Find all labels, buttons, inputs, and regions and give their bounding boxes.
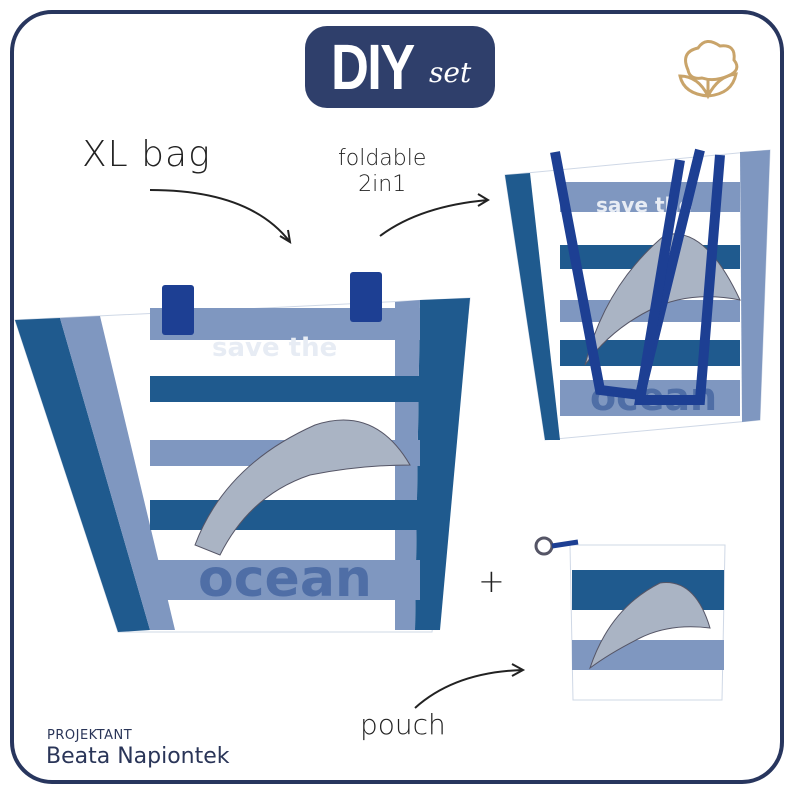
arrows <box>149 189 526 709</box>
strap-left <box>162 285 194 335</box>
label-xl-bag: XL bag <box>82 134 211 175</box>
arrow-pouch <box>414 669 524 709</box>
label-foldable-line2: 2in1 <box>358 172 407 197</box>
label-pouch: pouch <box>360 708 446 741</box>
arrow-xl <box>149 189 291 243</box>
foldable-bag: save the ocean <box>504 148 771 441</box>
diy-set-badge: DIY set <box>305 26 495 108</box>
badge-main-text: DIY <box>331 31 415 103</box>
zipper-pull <box>534 536 554 556</box>
pouch <box>534 536 726 701</box>
designer-name: Beata Napiontek <box>46 744 230 769</box>
plus-sign: + <box>478 562 505 600</box>
print-save-the: save the <box>212 333 337 363</box>
badge-script-text: set <box>429 56 472 89</box>
strap-right <box>350 272 382 322</box>
designer-label: PROJEKTANT <box>47 728 133 743</box>
cotton-flower-icon <box>678 40 739 100</box>
label-foldable: foldable 2in1 <box>338 146 426 198</box>
dolphin-image <box>194 419 411 556</box>
print-ocean: ocean <box>198 549 372 609</box>
foldable-strap <box>550 148 705 401</box>
arrow-foldable <box>379 199 489 237</box>
xl-bag: save the ocean <box>14 272 471 633</box>
label-foldable-line1: foldable <box>338 146 427 171</box>
outer-frame <box>10 10 784 784</box>
